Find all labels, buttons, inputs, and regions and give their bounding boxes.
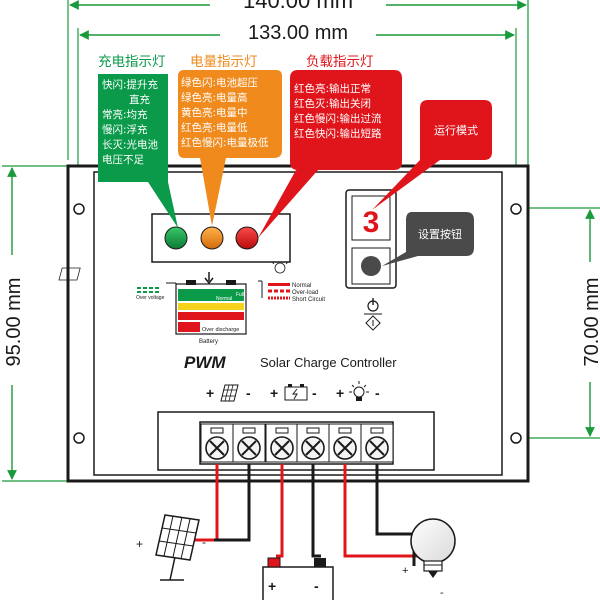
charge-line-1: 快闪:提升充	[102, 78, 159, 91]
solar-minus-sign: -	[246, 385, 251, 401]
load-led	[235, 226, 259, 250]
callout-mode: 运行模式	[372, 100, 492, 210]
battery-plus-sign: +	[270, 385, 278, 401]
set-button[interactable]	[361, 256, 381, 276]
charge-line-2: 直充	[129, 93, 150, 106]
callout-charge-title: 充电指示灯	[98, 54, 166, 70]
battery-led	[200, 226, 224, 250]
callout-charge: 充电指示灯 快闪:提升充 直充 常亮:均充 慢闪:浮充 长灭:光电池 电压不足	[98, 54, 178, 228]
dim-hole-width: 133.00 mm	[77, 20, 517, 200]
display-panel: 3	[345, 189, 397, 331]
callout-button-label: 设置按钮	[418, 227, 462, 241]
load-line-4: 红色快闪:输出短路	[294, 127, 382, 140]
terminal-screw	[360, 423, 394, 463]
mode-display-digit: 3	[363, 206, 380, 239]
load-plus-sign: +	[336, 385, 344, 401]
product-title: Solar Charge Controller	[260, 355, 397, 370]
charge-led	[164, 226, 188, 250]
battery-level-graphic: Over voltage Full Normal Over discharge …	[58, 267, 247, 345]
normal-label: Normal	[216, 296, 232, 302]
solar-plus-sign: +	[206, 385, 214, 401]
mount-hole-bottom-right	[510, 432, 522, 444]
battery-minus-sign: -	[312, 385, 317, 401]
mount-hole-top-left	[73, 203, 85, 215]
callout-button: 设置按钮	[382, 212, 474, 266]
battery-wire-plus: +	[268, 578, 276, 594]
load-line-1: 红色亮:输出正常	[294, 82, 371, 95]
charge-line-6: 电压不足	[102, 153, 144, 166]
solar-small-icon	[58, 267, 81, 281]
load-legend: Normal Over-load Short Circuit	[258, 261, 325, 303]
lamp-wire-plus: +	[402, 565, 408, 577]
solar-panel-icon	[220, 384, 239, 402]
solar-wire-plus: +	[136, 537, 143, 551]
dim-hole-height-label: 70.00 mm	[581, 278, 600, 367]
mount-hole-bottom-left	[73, 432, 85, 444]
battery: + -	[262, 557, 334, 600]
charge-line-4: 慢闪:浮充	[102, 123, 148, 136]
callout-battery: 电量指示灯 绿色闪:电池超压 绿色亮:电量高 黄色亮:电量中 红色亮:电量低 红…	[178, 54, 282, 226]
load-minus-sign: -	[375, 385, 380, 401]
battery-icon	[284, 384, 308, 401]
battery-line-5: 红色慢闪:电量极低	[181, 136, 269, 149]
callout-load-title: 负载指示灯	[306, 54, 374, 70]
charge-line-3: 常亮:均充	[102, 108, 148, 121]
solar-wire-minus: -	[202, 535, 206, 549]
dim-total-height-label: 95.00 mm	[3, 278, 25, 367]
terminal-screw	[232, 423, 266, 463]
lamp-wire-minus: -	[440, 587, 444, 599]
over-discharge-label: Over discharge	[202, 327, 239, 333]
callout-mode-label: 运行模式	[434, 124, 478, 137]
battery-line-4: 红色亮:电量低	[181, 121, 248, 134]
terminal-screw	[265, 423, 299, 463]
mount-hole-top-right	[510, 203, 522, 215]
terminal-screw	[200, 423, 234, 463]
solar-panel: + -	[136, 514, 206, 581]
battery-line-3: 黄色亮:电量中	[181, 106, 248, 119]
battery-line-2: 绿色亮:电量高	[181, 91, 248, 104]
load-legend-normal: Normal	[292, 283, 311, 289]
dim-hole-height: 70.00 mm	[520, 207, 600, 439]
terminal-symbol-row: + - + - + -	[206, 381, 380, 402]
load-legend-overload: Over-load	[292, 290, 318, 296]
battery-line-1: 绿色闪:电池超压	[181, 76, 259, 89]
terminal-screw	[296, 423, 330, 463]
dim-hole-width-label: 133.00 mm	[248, 22, 348, 44]
battery-label: Battery	[199, 339, 218, 345]
lamp: + -	[402, 518, 456, 599]
down-arrow-icon	[204, 272, 214, 285]
load-legend-short: Short Circuit	[292, 297, 325, 303]
charge-line-5: 长灭:光电池	[102, 138, 159, 151]
dim-total-width-label: 140.00 mm	[243, 0, 353, 13]
over-voltage-label: Over voltage	[136, 295, 165, 301]
dim-total-height: 95.00 mm	[2, 165, 68, 482]
load-line-3: 红色慢闪:输出过流	[294, 112, 382, 125]
brand-label: PWM	[184, 353, 226, 372]
bulb-icon	[349, 381, 369, 401]
terminal-screw	[328, 423, 362, 463]
terminal-screws	[200, 423, 394, 463]
callout-load: 负载指示灯 红色亮:输出正常 红色灭:输出关闭 红色慢闪:输出过流 红色快闪:输…	[258, 54, 402, 238]
power-icon	[364, 298, 382, 331]
battery-wire-minus: -	[314, 578, 319, 594]
bulb-small-icon	[271, 261, 289, 274]
dim-total-width: 140.00 mm	[67, 0, 529, 200]
full-label: Full	[236, 292, 244, 298]
load-line-2: 红色灭:输出关闭	[294, 97, 371, 110]
callout-battery-title: 电量指示灯	[190, 54, 258, 70]
